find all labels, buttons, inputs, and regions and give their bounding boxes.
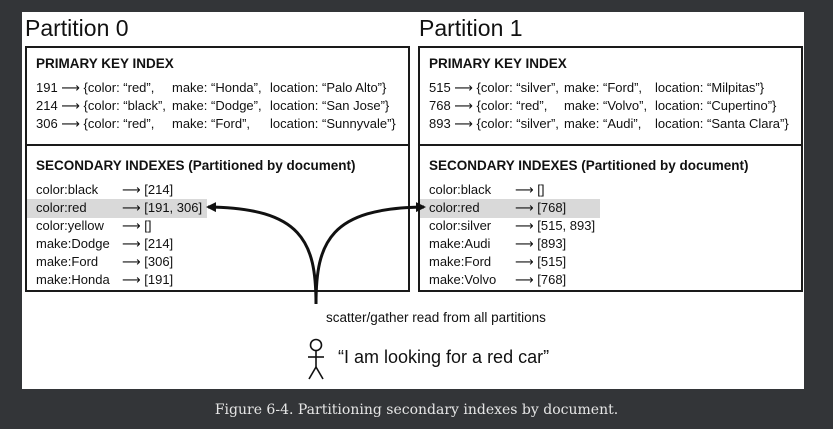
partition-1-panel: PRIMARY KEY INDEX 515 ⟶ {color: “silver”…: [418, 46, 803, 292]
secondary-index-rows: color:black ⟶ [] color:red ⟶ [768] color…: [420, 182, 801, 290]
diagram-figure: Partition 0 PRIMARY KEY INDEX 191 ⟶ {col…: [22, 12, 804, 389]
index-term: color:silver: [429, 218, 492, 233]
secondary-index-row: make:Ford ⟶ [515]: [420, 254, 801, 272]
index-postings: ⟶ [306]: [122, 254, 174, 269]
partition-0-title: Partition 0: [25, 15, 129, 41]
record-location: location: “San Jose”}: [270, 98, 390, 113]
index-term: make:Ford: [36, 254, 99, 269]
secondary-index-row: color:silver ⟶ [515, 893]: [420, 218, 801, 236]
secondary-index-row: make:Audi ⟶ [893]: [420, 236, 801, 254]
index-term: make:Volvo: [429, 272, 497, 287]
index-postings: ⟶ [768]: [515, 272, 567, 287]
record-key: 306 ⟶ {color: “red”,: [36, 116, 155, 131]
record-location: location: “Sunnyvale”}: [270, 116, 396, 131]
arrow-to-partition-0: [206, 202, 318, 305]
record-key: 768 ⟶ {color: “red”,: [429, 98, 548, 113]
record-key: 893 ⟶ {color: “silver”,: [429, 116, 559, 131]
scatter-gather-label: scatter/gather read from all partitions: [326, 310, 546, 325]
secondary-index-row: color:black ⟶ []: [420, 182, 801, 200]
secondary-index-row-highlighted: color:red ⟶ [768]: [420, 199, 801, 218]
secondary-index-row-highlighted: color:red ⟶ [191, 306]: [27, 199, 408, 218]
row-highlight: [27, 199, 207, 218]
index-postings: ⟶ []: [122, 218, 152, 233]
index-postings: ⟶ [191, 306]: [122, 200, 203, 215]
index-term: make:Dodge: [36, 236, 110, 251]
secondary-index-heading: SECONDARY INDEXES (Partitioned by docume…: [429, 158, 749, 173]
record-make: make: “Volvo”,: [564, 98, 648, 113]
index-postings: ⟶ [515, 893]: [515, 218, 596, 233]
index-postings: ⟶ [191]: [122, 272, 174, 287]
secondary-index-row: make:Volvo ⟶ [768]: [420, 272, 801, 290]
panel-divider: [27, 144, 408, 146]
index-term: color:black: [36, 182, 99, 197]
record-location: location: “Palo Alto”}: [270, 80, 387, 95]
secondary-index-row: make:Ford ⟶ [306]: [27, 254, 408, 272]
index-term: color:red: [429, 200, 480, 215]
index-postings: ⟶ [893]: [515, 236, 567, 251]
partition-0-panel: PRIMARY KEY INDEX 191 ⟶ {color: “red”, m…: [25, 46, 410, 292]
record-location: location: “Cupertino”}: [655, 98, 777, 113]
record-make: make: “Ford”,: [172, 116, 251, 131]
primary-key-heading: PRIMARY KEY INDEX: [429, 56, 567, 71]
record-make: make: “Ford”,: [564, 80, 643, 95]
index-postings: ⟶ [515]: [515, 254, 567, 269]
secondary-index-row: make:Honda ⟶ [191]: [27, 272, 408, 290]
record-key: 214 ⟶ {color: “black”,: [36, 98, 166, 113]
secondary-index-rows: color:black ⟶ [214] color:red ⟶ [191, 30…: [27, 182, 408, 290]
index-term: make:Audi: [429, 236, 491, 251]
secondary-index-heading: SECONDARY INDEXES (Partitioned by docume…: [36, 158, 356, 173]
panel-divider: [420, 144, 801, 146]
row-highlight: [420, 199, 600, 218]
index-postings: ⟶ [214]: [122, 182, 174, 197]
record-key: 515 ⟶ {color: “silver”,: [429, 80, 559, 95]
index-postings: ⟶ [768]: [515, 200, 567, 215]
record-make: make: “Honda”,: [172, 80, 262, 95]
secondary-index-row: color:black ⟶ [214]: [27, 182, 408, 200]
index-term: color:yellow: [36, 218, 104, 233]
partition-1-title: Partition 1: [419, 15, 523, 41]
user-query-quote: “I am looking for a red car”: [338, 347, 550, 367]
record-key: 191 ⟶ {color: “red”,: [36, 80, 155, 95]
index-term: color:black: [429, 182, 492, 197]
index-postings: ⟶ [214]: [122, 236, 174, 251]
record-location: location: “Milpitas”}: [655, 80, 765, 95]
index-term: color:red: [36, 200, 87, 215]
record-location: location: “Santa Clara”}: [655, 116, 789, 131]
primary-key-heading: PRIMARY KEY INDEX: [36, 56, 174, 71]
index-postings: ⟶ []: [515, 182, 545, 197]
user-stick-figure-icon: [308, 338, 324, 380]
arrow-to-partition-1: [314, 202, 426, 305]
scatter-gather-arrows: [206, 202, 426, 380]
secondary-index-row: make:Dodge ⟶ [214]: [27, 236, 408, 254]
record-make: make: “Dodge”,: [172, 98, 262, 113]
index-term: make:Honda: [36, 272, 110, 287]
record-make: make: “Audi”,: [564, 116, 642, 131]
secondary-index-row: color:yellow ⟶ []: [27, 218, 408, 236]
figure-caption: Figure 6-4. Partitioning secondary index…: [214, 402, 619, 418]
index-term: make:Ford: [429, 254, 492, 269]
